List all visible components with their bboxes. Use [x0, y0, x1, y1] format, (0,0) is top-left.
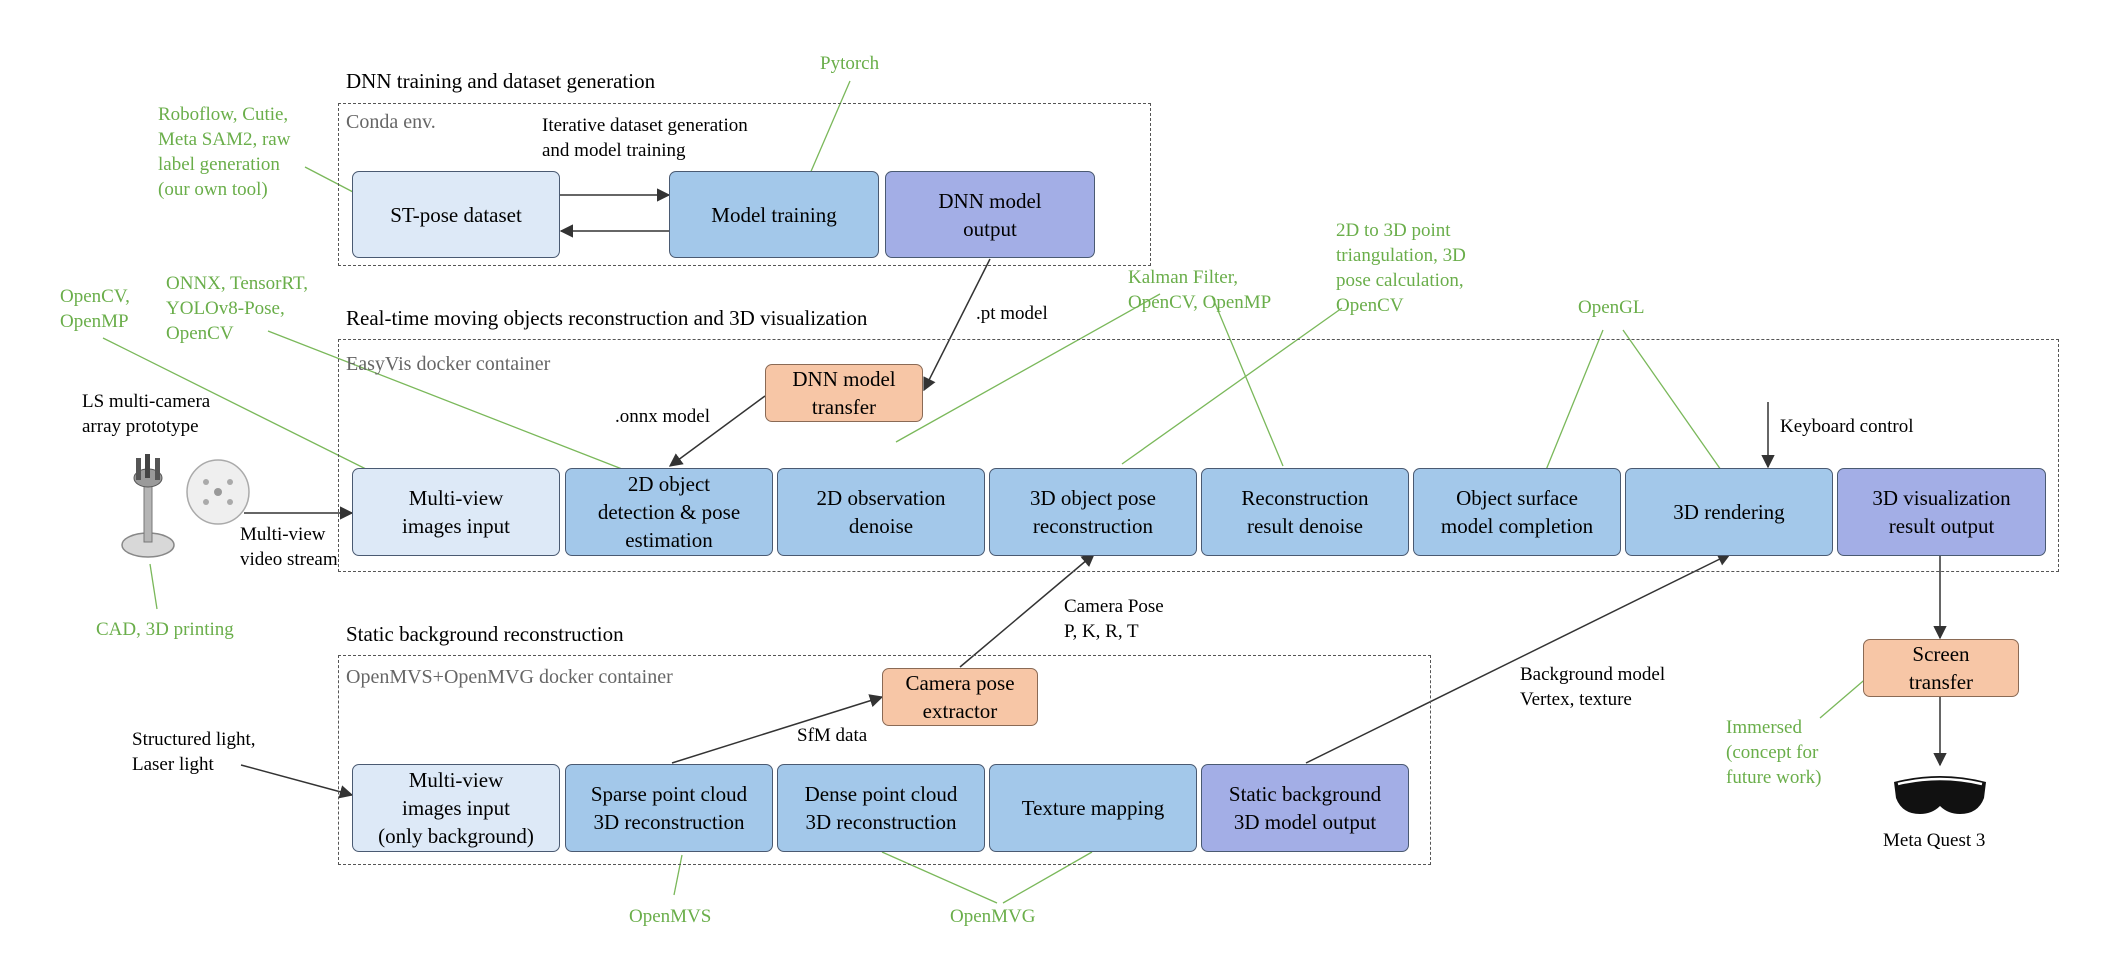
leader-opengl-render [1622, 329, 1729, 481]
label-keyboard: Keyboard control [1780, 416, 1914, 437]
openmvs-label: OpenMVS+OpenMVG docker container [346, 666, 673, 688]
leader-triang [1121, 307, 1343, 465]
label-pt-model: .pt model [976, 303, 1048, 324]
easyvis-label: EasyVis docker container [346, 353, 551, 375]
bg-multiview-input-box: Multi-view images input (only background… [352, 764, 560, 852]
camera-array-icon [121, 454, 250, 558]
arrow-dnn-output-to-transfer [923, 258, 991, 392]
arrow-light-to-bg-input [240, 764, 354, 799]
tool-immersed: Immersed (concept for future work) [1726, 717, 1822, 788]
dense-cloud-box: Dense point cloud 3D reconstruction [777, 764, 985, 852]
easyvis-container [338, 339, 2059, 572]
tool-openmvs: OpenMVS [629, 906, 712, 927]
conda-label: Conda env. [346, 111, 436, 133]
rendering-box: 3D rendering [1625, 468, 1833, 556]
sparse-cloud-box: Sparse point cloud 3D reconstruction [565, 764, 773, 852]
label-iterative: Iterative dataset generation and model t… [542, 115, 748, 161]
model-training-box: Model training [669, 171, 879, 258]
leader-opengl-surface [1545, 329, 1604, 471]
st-pose-dataset-box: ST-pose dataset [352, 171, 560, 258]
tool-openmvg: OpenMVG [950, 906, 1036, 927]
tool-pytorch: Pytorch [820, 53, 880, 74]
label-structured: Structured light, Laser light [132, 729, 256, 775]
title-static: Static background reconstruction [346, 622, 624, 646]
observation-denoise-box: 2D observation denoise [777, 468, 985, 556]
arrow-transfer-to-detection [668, 395, 766, 467]
label-bg-model: Background model Vertex, texture [1520, 664, 1666, 710]
static-model-output-box: Static background 3D model output [1201, 764, 1409, 852]
camera-pose-extractor-box: Camera pose extractor [882, 668, 1038, 726]
label-mv-stream: Multi-view video stream [240, 524, 338, 570]
conda-container [338, 103, 1151, 266]
openmvs-container [338, 655, 1431, 865]
tool-kalman: Kalman Filter, OpenCV, OpenMP [1128, 267, 1272, 313]
visualization-output-box: 3D visualization result output [1837, 468, 2046, 556]
label-meta-quest: Meta Quest 3 [1883, 830, 1986, 851]
label-camera-pose: Camera Pose P, K, R, T [1064, 596, 1164, 642]
tool-cad: CAD, 3D printing [96, 619, 234, 640]
arrow-sparse-to-extractor [671, 694, 884, 764]
title-realtime: Real-time moving objects reconstruction … [346, 306, 868, 330]
label-ls-array: LS multi-camera array prototype [82, 391, 211, 437]
dnn-model-output-box: DNN model output [885, 171, 1095, 258]
leader-openmvs [673, 854, 683, 896]
surface-completion-box: Object surface model completion [1413, 468, 1621, 556]
leader-kalman-denoise [1211, 295, 1284, 467]
arrow-extractor-to-pose [959, 553, 1096, 668]
leader-opencv-mp [102, 337, 383, 478]
texture-mapping-box: Texture mapping [989, 764, 1197, 852]
arrow-static-to-rendering [1305, 553, 1732, 764]
tool-triangulation: 2D to 3D point triangulation, 3D pose ca… [1336, 220, 1466, 316]
leader-kalman-obs [895, 293, 1161, 443]
screen-transfer-box: Screen transfer [1863, 639, 2019, 697]
title-training: DNN training and dataset generation [346, 69, 656, 93]
label-sfm: SfM data [797, 725, 868, 746]
detection-box: 2D object detection & pose estimation [565, 468, 773, 556]
tool-roboflow: Roboflow, Cutie, Meta SAM2, raw label ge… [158, 104, 291, 200]
label-onnx-model: .onnx model [615, 406, 710, 427]
dnn-model-transfer-box: DNN model transfer [765, 364, 923, 422]
leader-openmvg-texture [1002, 851, 1093, 904]
leader-onnx [267, 330, 623, 470]
vr-headset-icon [1894, 776, 1986, 814]
leader-cad [149, 563, 158, 610]
tool-onnx: ONNX, TensorRT, YOLOv8-Pose, OpenCV [166, 273, 308, 344]
tool-opengl: OpenGL [1578, 297, 1645, 318]
leader-openmvg-dense [881, 851, 998, 904]
reconstruction-denoise-box: Reconstruction result denoise [1201, 468, 1409, 556]
tool-opencv-mp: OpenCV, OpenMP [60, 286, 130, 332]
multiview-input-box: Multi-view images input [352, 468, 560, 556]
pose-reconstruction-box: 3D object pose reconstruction [989, 468, 1197, 556]
